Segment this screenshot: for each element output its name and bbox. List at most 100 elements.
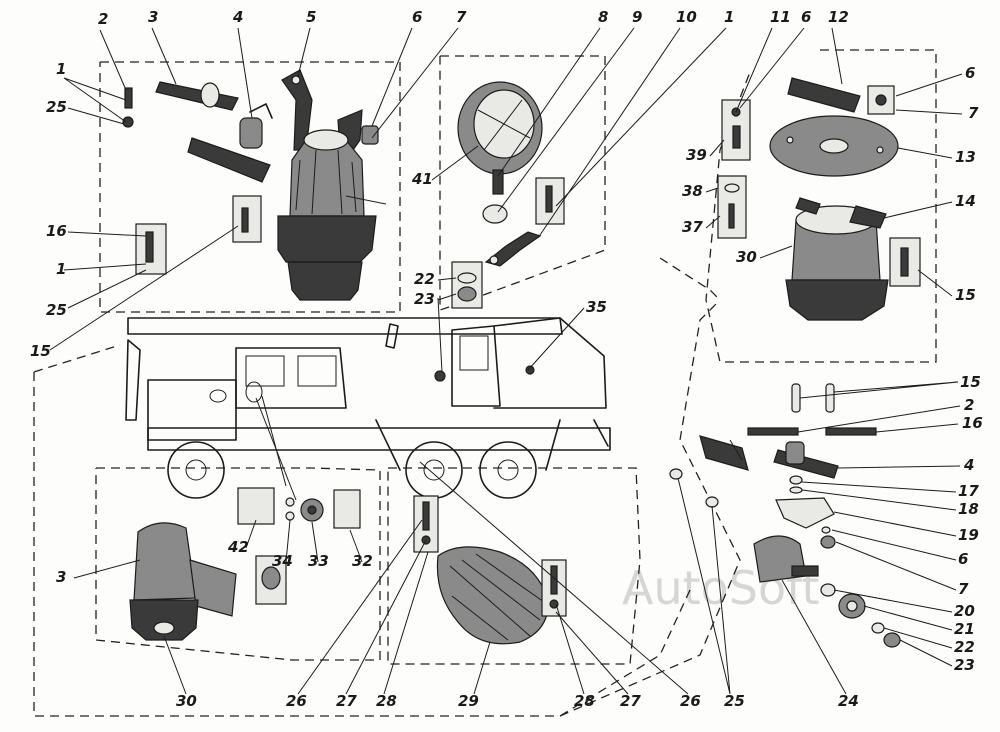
part-bracket-4-exploded (773, 441, 839, 479)
truck-hood (147, 379, 237, 441)
callout-c-10: 10 (676, 8, 697, 26)
callout-c-35: 35 (586, 298, 607, 316)
callout-c-14: 14 (955, 192, 976, 210)
callout-c-24: 24 (838, 692, 859, 710)
part-bracket-12 (787, 77, 861, 113)
callout-c-2b: 2 (964, 396, 974, 414)
callout-c-27b: 27 (620, 692, 641, 710)
callout-c-6d: 6 (958, 550, 968, 568)
callout-c-37: 37 (682, 218, 703, 236)
callout-c-16a: 16 (46, 222, 67, 240)
callout-c-42: 42 (227, 538, 249, 556)
callout-c-27a: 27 (336, 692, 357, 710)
boundary-beacon-group (705, 49, 937, 363)
callout-c-7a: 7 (456, 8, 467, 26)
group-boundaries (33, 49, 937, 717)
callout-c-16b: 16 (962, 414, 983, 432)
part-bracket-10 (484, 231, 542, 267)
callout-c-30a: 30 (736, 248, 757, 266)
part-plate-19 (775, 497, 835, 529)
callout-c-18: 18 (958, 500, 979, 518)
part-switch-panel (237, 487, 361, 529)
callout-c-2: 2 (98, 10, 108, 28)
callout-c-32: 32 (352, 552, 373, 570)
callout-c-15c: 15 (960, 373, 981, 391)
callout-c-4b: 4 (963, 456, 974, 474)
callout-c-13: 13 (955, 148, 976, 166)
crane-truck-illustration (125, 317, 611, 499)
part-screw-2-top (122, 87, 134, 128)
part-screw-2-16-exploded (747, 427, 877, 436)
callout-c-26b: 26 (680, 692, 701, 710)
callout-c-1a: 1 (56, 60, 66, 78)
callout-c-28b: 28 (574, 692, 595, 710)
switch-32 (333, 489, 361, 529)
part-headlamp-41 (457, 81, 543, 195)
callout-c-6a: 6 (412, 8, 422, 26)
part-lens-20-21 (820, 583, 866, 619)
callout-c-7b: 7 (968, 104, 979, 122)
part-nut-6-7-top (361, 125, 379, 145)
part-small-nuts-25 (669, 468, 719, 508)
switch-42 (237, 487, 275, 525)
part-screw-16-left (135, 223, 167, 275)
callout-c-19: 19 (958, 526, 979, 544)
part-screws-15-right-exploded (791, 383, 835, 413)
part-washers-17-18 (789, 475, 803, 494)
callout-c-20: 20 (954, 602, 975, 620)
part-reflector-29 (436, 546, 549, 645)
boundary-link-a (659, 257, 721, 301)
callout-c-41: 41 (411, 170, 433, 188)
callout-c-26a: 26 (286, 692, 307, 710)
callout-c-8: 8 (598, 8, 608, 26)
boundary-headlamp-group (439, 55, 606, 311)
wheel-rear (479, 441, 537, 499)
truck-frame (147, 427, 611, 451)
part-nut-6-7-right (867, 85, 895, 115)
callout-c-1c: 1 (56, 260, 66, 278)
callout-c-15a: 15 (955, 286, 976, 304)
part-screw-26-27-28-right (541, 559, 567, 617)
callout-c-9: 9 (632, 8, 642, 26)
callout-c-28a: 28 (376, 692, 397, 710)
callout-c-4a: 4 (232, 8, 243, 26)
callout-c-29: 29 (458, 692, 479, 710)
callout-c-15b: 15 (30, 342, 51, 360)
part-washers-22-23-exploded (871, 622, 901, 648)
boundary-left-lead (33, 344, 121, 373)
callout-c-33: 33 (308, 552, 329, 570)
crane-boom (127, 317, 563, 335)
part-nut-9 (482, 204, 508, 224)
callout-c-21: 21 (954, 620, 975, 638)
callout-c-30b: 30 (176, 692, 197, 710)
callout-c-23a: 23 (414, 290, 435, 308)
wheel-front (167, 441, 225, 499)
part-screw-39 (721, 99, 751, 161)
boundary-reflector-group (387, 467, 641, 665)
part-nuts-6-7-exploded (820, 526, 836, 549)
part-washers-22-23 (451, 261, 483, 309)
callout-c-39: 39 (686, 146, 707, 164)
callout-c-22a: 22 (414, 270, 435, 288)
part-screw-15-right (889, 237, 921, 287)
callout-c-1b: 1 (724, 8, 734, 26)
callout-c-6c: 6 (965, 64, 975, 82)
part-screw-1-mid (535, 177, 565, 225)
part-roof-lamp-40 (277, 129, 377, 301)
truck-cab (235, 347, 347, 409)
callout-c-38: 38 (682, 182, 703, 200)
leader-lines (49, 27, 963, 695)
callout-c-12: 12 (828, 8, 849, 26)
callout-c-25a: 25 (46, 98, 67, 116)
boundary-top-left-lamp (99, 61, 401, 313)
part-washer-38-pin-37 (717, 175, 747, 239)
part-base-plate-13 (769, 115, 899, 177)
callout-c-34: 34 (272, 552, 293, 570)
part-bracket-1-exploded (699, 435, 749, 471)
callout-c-3a: 3 (148, 8, 158, 26)
callout-c-11: 11 (770, 8, 791, 26)
callout-c-17: 17 (958, 482, 979, 500)
boundary-lower-left (95, 467, 381, 661)
